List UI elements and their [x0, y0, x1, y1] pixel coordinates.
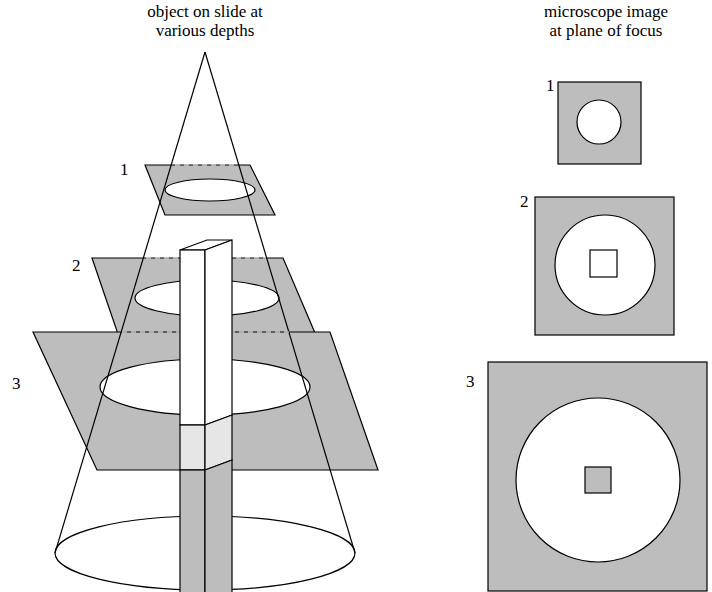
- prism-front: [180, 425, 205, 470]
- image-circle: [516, 398, 680, 562]
- depth-number: 3: [12, 374, 21, 393]
- image-square: [590, 250, 617, 277]
- prism-front: [180, 470, 205, 592]
- image-number: 2: [520, 192, 529, 211]
- column-heading: object on slide at various depths: [146, 2, 264, 40]
- image-number: 3: [466, 372, 475, 391]
- depth-number: 2: [72, 256, 81, 275]
- image-number: 1: [546, 76, 555, 95]
- image-circle: [555, 215, 655, 315]
- hidden-edge: [175, 164, 237, 165]
- cone-section: [165, 179, 255, 201]
- depth-number: 1: [120, 160, 129, 179]
- prism-side: [205, 240, 232, 425]
- focal-plane: [145, 165, 275, 215]
- column-heading: microscope image at plane of focus: [543, 2, 670, 40]
- prism-front: [180, 250, 205, 425]
- image-field: [488, 362, 707, 591]
- image-field: [558, 82, 641, 164]
- image-circle: [577, 100, 621, 144]
- image-field: [535, 197, 674, 335]
- image-square: [585, 467, 611, 493]
- prism-side: [205, 460, 232, 592]
